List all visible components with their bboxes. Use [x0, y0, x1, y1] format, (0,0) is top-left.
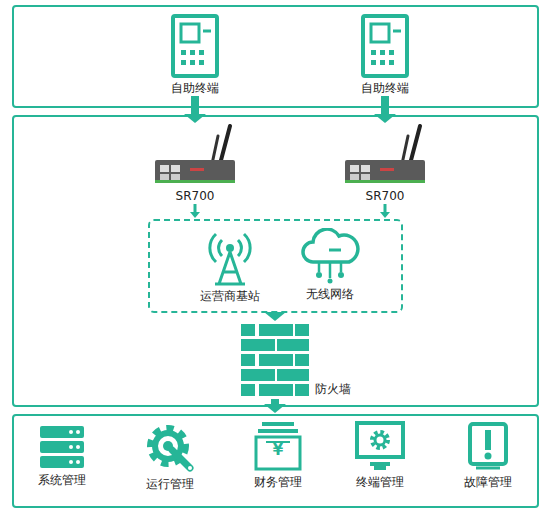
kiosk-node: 自助终端 [150, 14, 240, 95]
node-label: 防火墙 [315, 382, 351, 396]
wireless-node: 无线网络 [290, 228, 370, 301]
node-label: 自助终端 [171, 81, 219, 95]
flow-arrow [264, 312, 286, 321]
node-label: 终端管理 [356, 475, 404, 489]
flow-arrow [184, 96, 206, 123]
base-station-node: 运营商基站 [190, 228, 270, 303]
flow-arrow [190, 204, 200, 218]
node-label: SR700 [366, 189, 405, 203]
terminal-node: 终端管理 [340, 420, 420, 489]
server-icon [37, 424, 87, 470]
kiosk-icon [355, 14, 415, 78]
group-band: SR700 SR700 运营商基站 无线网络防火墙 [12, 115, 539, 407]
router-node: SR700 [335, 124, 435, 203]
tower-icon [205, 228, 255, 286]
router-icon [340, 124, 430, 186]
cloud-icon [299, 228, 361, 284]
group-band: 自助终端 自助终端 [12, 5, 539, 108]
node-label: 自助终端 [361, 81, 409, 95]
router-icon [150, 124, 240, 186]
finance-node: 财务管理 ¥ [238, 420, 318, 489]
fault-icon [466, 420, 510, 472]
node-label: 运营商基站 [200, 289, 260, 303]
fault-node: 故障管理 [448, 420, 528, 489]
system-node: 系统管理 [22, 424, 102, 487]
kiosk-icon [165, 14, 225, 78]
flow-arrow [380, 204, 390, 218]
node-label: 财务管理 [254, 475, 302, 489]
node-label: 无线网络 [306, 287, 354, 301]
node-label: 系统管理 [38, 473, 86, 487]
operation-node: 运行管理 [130, 422, 210, 491]
network-group: 运营商基站 无线网络 [148, 219, 403, 313]
node-label: SR700 [176, 189, 215, 203]
flow-arrow [374, 96, 396, 123]
router-node: SR700 [145, 124, 245, 203]
monitor-icon [354, 420, 406, 472]
currency-symbol: ¥ [273, 442, 283, 458]
firewall-icon [239, 322, 311, 398]
group-band: 系统管理 运行管理 财务管理 ¥ 终端管理 故障管理 [12, 414, 539, 508]
node-label: 运行管理 [146, 477, 194, 491]
firewall-node: 防火墙 [239, 322, 369, 398]
kiosk-node: 自助终端 [340, 14, 430, 95]
gear-icon [144, 422, 196, 474]
node-label: 故障管理 [464, 475, 512, 489]
